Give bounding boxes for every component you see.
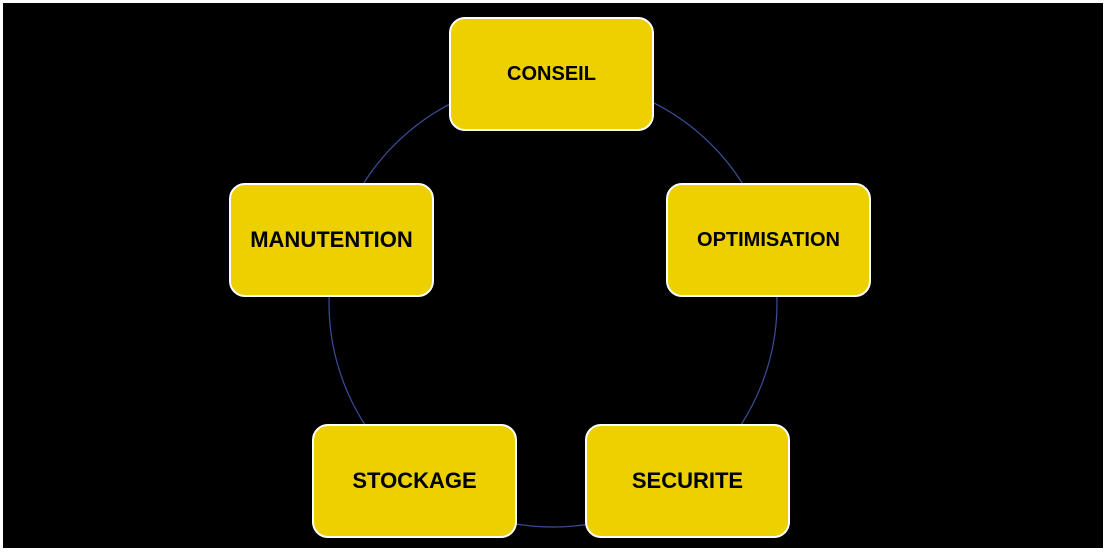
cycle-node-label: CONSEIL	[507, 62, 596, 85]
cycle-node-conseil[interactable]: CONSEIL	[449, 17, 654, 131]
cycle-node-label: MANUTENTION	[250, 227, 413, 252]
cycle-node-label: STOCKAGE	[352, 468, 477, 493]
cycle-node-stockage[interactable]: STOCKAGE	[312, 424, 517, 538]
cycle-node-securite[interactable]: SECURITE	[585, 424, 790, 538]
cycle-node-label: OPTIMISATION	[697, 228, 840, 251]
cycle-node-manutention[interactable]: MANUTENTION	[229, 183, 434, 297]
diagram-canvas: CONSEIL OPTIMISATION SECURITE STOCKAGE M…	[3, 3, 1103, 548]
cycle-node-label: SECURITE	[631, 468, 744, 493]
cycle-node-optimisation[interactable]: OPTIMISATION	[666, 183, 871, 297]
